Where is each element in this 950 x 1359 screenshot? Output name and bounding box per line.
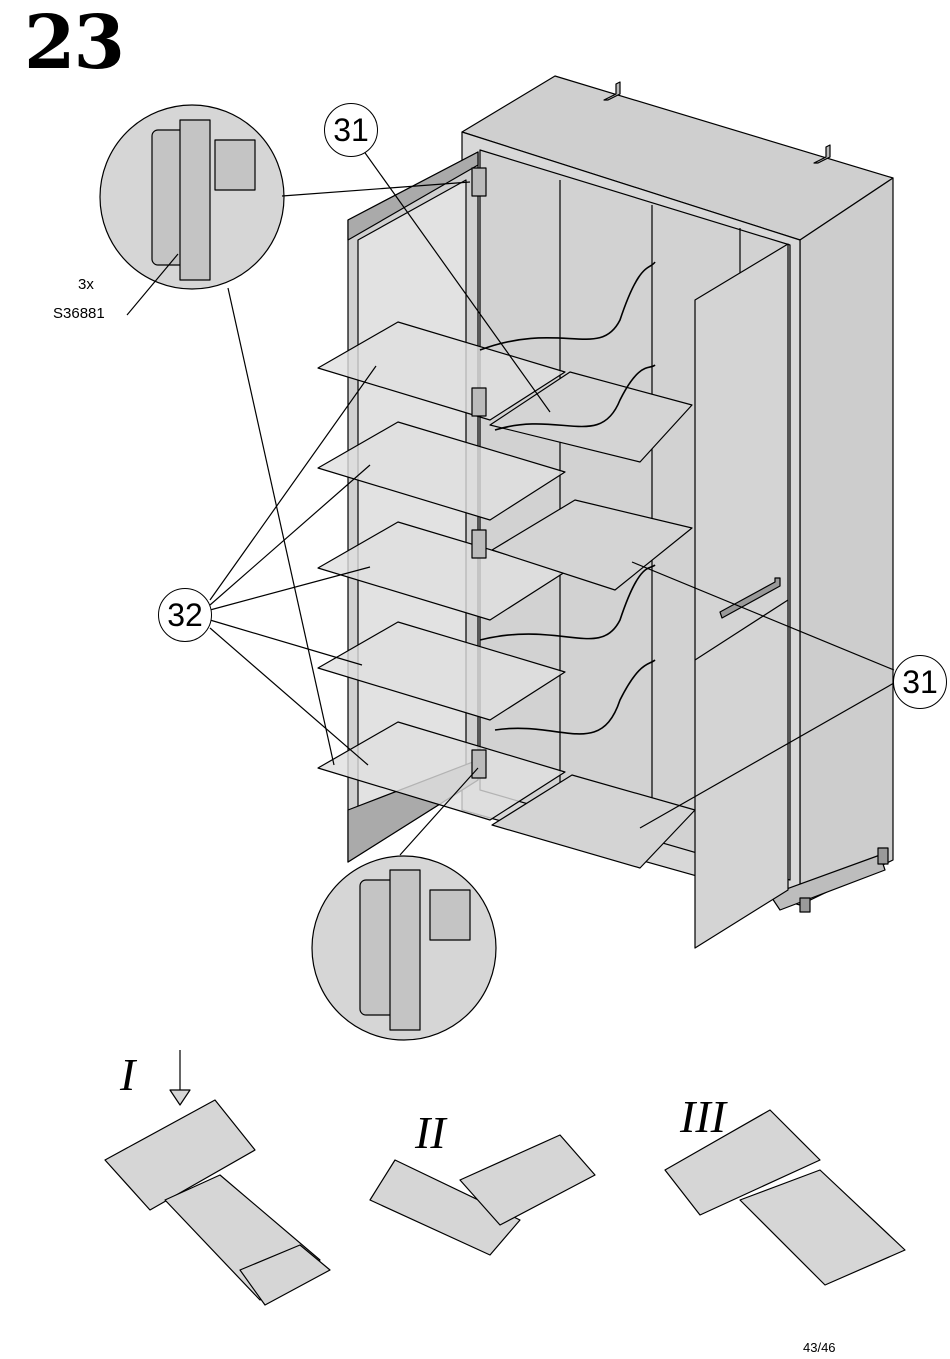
step-label-i: I xyxy=(120,1052,135,1098)
callout-part-31-top: 31 xyxy=(324,103,378,157)
step-number: 23 xyxy=(24,6,123,80)
right-door xyxy=(695,244,788,948)
page-number: 43/46 xyxy=(803,1340,836,1355)
step-label-ii: II xyxy=(415,1110,446,1156)
callout-part-31-bottom: 31 xyxy=(893,655,947,709)
callout-part-32: 32 xyxy=(158,588,212,642)
step-label-iii: III xyxy=(680,1094,726,1140)
hinge-quantity: 3x xyxy=(78,276,94,293)
cabinet-side-panel xyxy=(800,178,893,905)
hinge-part-code: S36881 xyxy=(53,305,105,322)
